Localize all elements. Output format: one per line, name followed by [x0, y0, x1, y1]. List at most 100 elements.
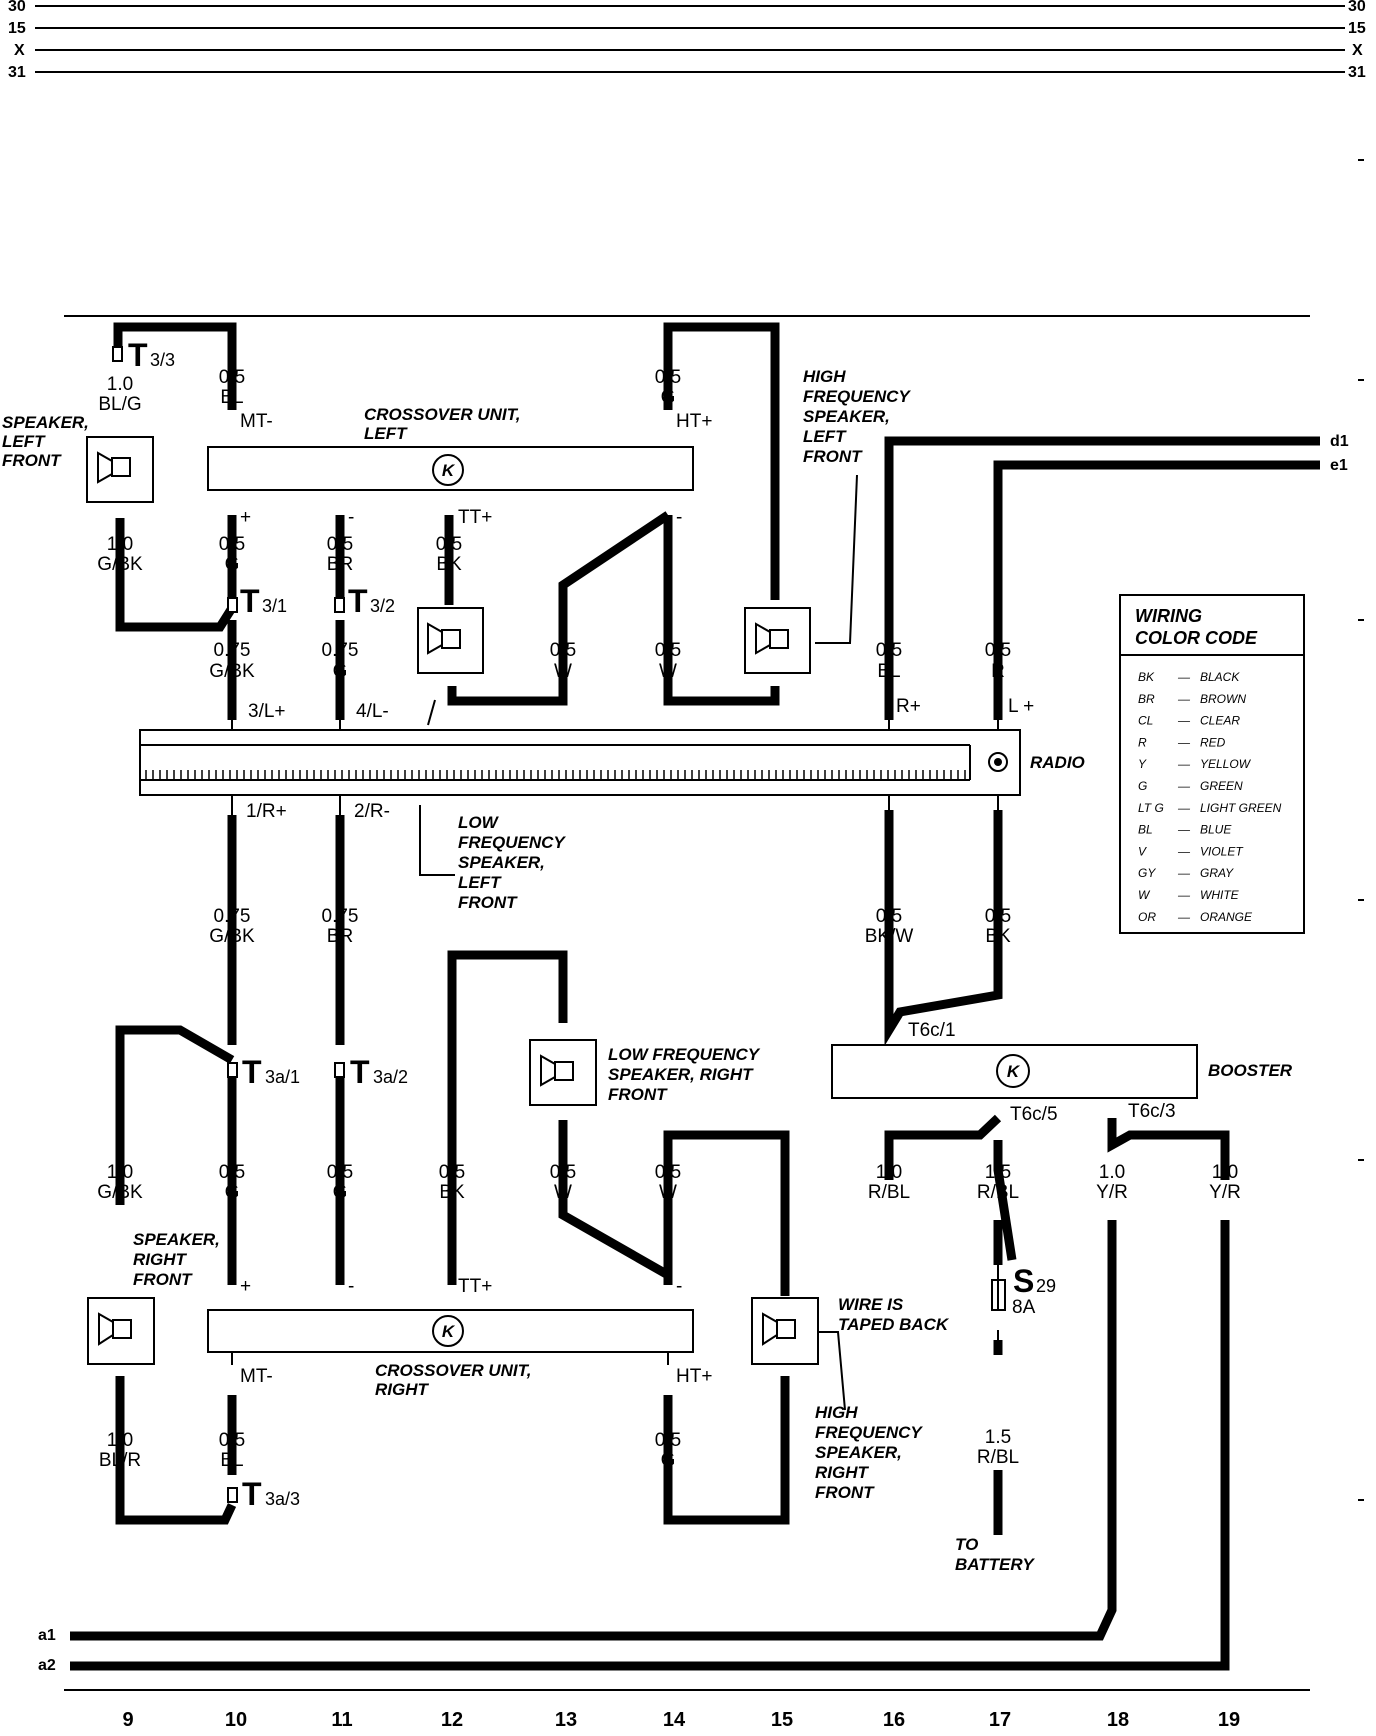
column-number: 14 [663, 1709, 686, 1731]
offpage-a1: a1 [38, 1627, 56, 1644]
legend-code: R [1138, 735, 1147, 749]
legend-title-1: WIRING [1135, 606, 1202, 626]
lf-left-label-4: LEFT [458, 873, 502, 892]
to-battery-label-2: BATTERY [955, 1555, 1035, 1574]
wire-w30-color: G [661, 1450, 676, 1471]
legend-dash: — [1177, 910, 1191, 924]
legend-dash: — [1177, 801, 1191, 815]
hf-left-label-2: FREQUENCY [803, 387, 911, 406]
wire-w22-size: 0.5 [550, 1162, 576, 1183]
radio-unit: RADIO [139, 729, 1085, 796]
pin-plus-right: + [240, 1276, 251, 1297]
pin-mt-left: MT- [240, 411, 273, 432]
offpage-e1: e1 [1330, 457, 1348, 474]
fuse-s29: S 29 8A [991, 1263, 1056, 1318]
crossover-unit-right: K CROSSOVER UNIT, RIGHT [207, 1309, 694, 1399]
rail-31-left: 31 [8, 64, 26, 81]
legend-code: OR [1138, 910, 1156, 924]
hf-left-label-3: SPEAKER, [803, 407, 890, 426]
wiring-color-legend: WIRING COLOR CODE BK—BLACKBR—BROWNCL—CLE… [1119, 594, 1305, 934]
offpage-d1: d1 [1330, 433, 1349, 450]
margin-ticks [1358, 159, 1364, 1501]
wire-w20-size: 0.5 [327, 1162, 353, 1183]
crossover-left-label-2: LEFT [364, 424, 408, 443]
t3a3-main: T [242, 1476, 262, 1512]
wire-w22-color: W [554, 1182, 572, 1203]
legend-name: GREEN [1200, 779, 1243, 793]
column-number: 9 [122, 1709, 133, 1731]
wire-w6-size: 0.5 [327, 534, 353, 555]
legend-code: Y [1138, 757, 1147, 771]
rail-31-right: 31 [1348, 64, 1366, 81]
wire-taped-label-1: WIRE IS [838, 1295, 904, 1314]
column-number: 12 [441, 1709, 463, 1731]
wire-w14-size: 0.75 [214, 906, 251, 927]
wire-w17-color: BK [985, 926, 1011, 947]
speaker-left-front-label-2: LEFT [2, 432, 46, 451]
wire-w12-size: 0.5 [876, 640, 902, 661]
wire-w1-size: 1.0 [107, 374, 133, 395]
wire-taped-label-2: TAPED BACK [838, 1315, 950, 1334]
legend-title-2: COLOR CODE [1135, 628, 1258, 648]
legend-dash: — [1177, 779, 1191, 793]
fuse-sub: 29 [1036, 1276, 1056, 1296]
t33-sub: 3/3 [150, 350, 175, 370]
wire-w1-color: BL/G [98, 394, 141, 415]
column-number: 17 [989, 1709, 1011, 1731]
wire-w20-color: G [333, 1182, 348, 1203]
rail-30-right: 30 [1348, 0, 1366, 15]
wire-w23-color: W [659, 1182, 677, 1203]
legend-name: LIGHT GREEN [1200, 801, 1282, 815]
lf-speaker-right-front: LOW FREQUENCY SPEAKER, RIGHT FRONT [529, 1039, 761, 1106]
speaker-left-front-label-1: SPEAKER, [2, 413, 89, 432]
wire-w12-color: BL [877, 661, 900, 682]
hf-left-label-4: LEFT [803, 427, 847, 446]
legend-dash: — [1177, 692, 1191, 706]
lf-right-label-3: FRONT [608, 1085, 668, 1104]
legend-dash: — [1177, 735, 1191, 749]
legend-code: BK [1138, 670, 1155, 684]
wire-w10-size: 0.5 [550, 640, 576, 661]
rail-15-left: 15 [8, 20, 26, 37]
hf-right-label-2: FREQUENCY [815, 1423, 923, 1442]
wire-w26-size: 1.0 [1099, 1162, 1125, 1183]
wire-w16-size: 0.5 [876, 906, 902, 927]
legend-name: GRAY [1200, 866, 1234, 880]
speaker-left-front: SPEAKER, LEFT FRONT [2, 413, 154, 503]
wire-w24-size: 1.0 [876, 1162, 902, 1183]
wire-w23-size: 0.5 [655, 1162, 681, 1183]
wire-w2-size: 0.5 [219, 367, 245, 388]
pin-minus-left-2: - [676, 507, 682, 528]
legend-name: ORANGE [1200, 910, 1253, 924]
pin-plus-left: + [240, 507, 251, 528]
t32-main: T [348, 583, 368, 619]
legend-code: BL [1138, 823, 1153, 837]
wire-w19-size: 0.5 [219, 1162, 245, 1183]
legend-name: BROWN [1200, 692, 1246, 706]
wire-w31-color: R/BL [977, 1447, 1019, 1468]
legend-code: W [1138, 888, 1151, 902]
speaker-left-front-label-3: FRONT [2, 451, 62, 470]
crossover-left-symbol: K [442, 461, 456, 480]
fuse-rating: 8A [1012, 1297, 1036, 1318]
pin-radio-r: R+ [896, 696, 921, 717]
speaker-right-front-label-2: RIGHT [133, 1250, 188, 1269]
hf-right-label-1: HIGH [815, 1403, 858, 1422]
pin-radio-1r: 1/R+ [246, 801, 287, 822]
crossover-left-label-1: CROSSOVER UNIT, [364, 405, 520, 424]
wire-w11-color: W [659, 661, 677, 682]
legend-dash: — [1177, 844, 1191, 858]
rail-x-right: X [1352, 42, 1363, 59]
column-number: 19 [1218, 1709, 1240, 1731]
lf-right-label-2: SPEAKER, RIGHT [608, 1065, 754, 1084]
legend-code: G [1138, 779, 1147, 793]
wire-w19-color: G [225, 1182, 240, 1203]
speaker-right-front: SPEAKER, RIGHT FRONT [87, 1230, 220, 1365]
column-number: 11 [331, 1709, 352, 1731]
wire-w11-size: 0.5 [655, 640, 681, 661]
legend-code: CL [1138, 714, 1153, 728]
lf-left-label-2: FREQUENCY [458, 833, 566, 852]
radio-scale [145, 770, 966, 780]
legend-dash: — [1177, 823, 1191, 837]
